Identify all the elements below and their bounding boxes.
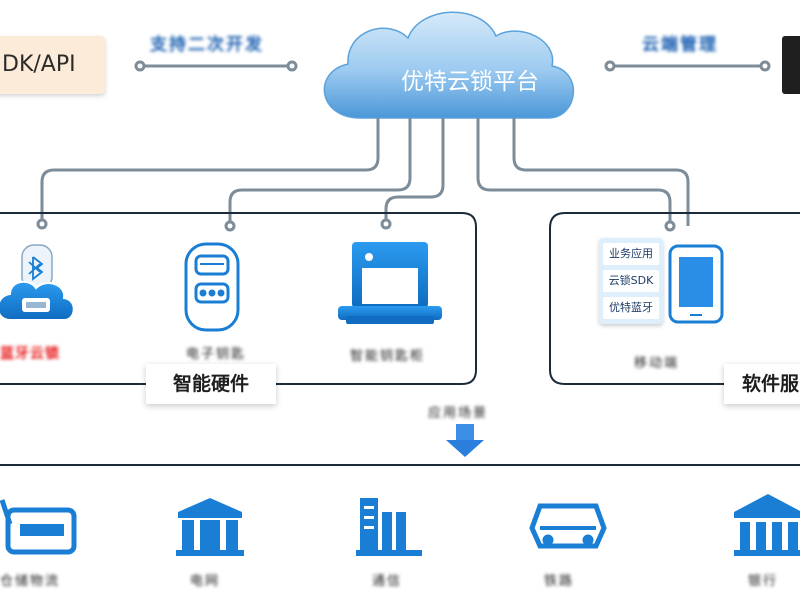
truck-icon — [0, 499, 77, 555]
scenario-label-logistics: 仓储物流 — [0, 574, 61, 589]
software-phone-label: 移动端 — [634, 356, 680, 371]
scenario-label-telecom: 通信 — [372, 574, 403, 589]
bluetooth-lock-icon — [0, 244, 75, 321]
scenario-label-bank: 银行 — [748, 574, 779, 589]
hardware-box — [0, 212, 477, 385]
sdk-api-label: DK/API — [2, 52, 76, 77]
hardware-item-label-key-cabinet: 智能钥匙柜 — [350, 349, 426, 364]
building-icon — [356, 498, 422, 556]
down-arrow-icon — [446, 424, 484, 457]
scenario-label-power-grid: 电网 — [190, 574, 221, 589]
stack-item-business-app: 业务应用 — [603, 243, 659, 265]
cloud-shape — [323, 11, 575, 119]
key-cabinet-icon — [338, 242, 442, 324]
stack-item-cloud-lock-sdk: 云锁SDK — [603, 270, 659, 292]
hardware-item-label-electronic-key: 电子钥匙 — [186, 347, 247, 362]
software-section-label: 软件服 — [724, 364, 800, 404]
scenario-label: 应用场景 — [428, 406, 489, 421]
stack-item-bluetooth: 优特蓝牙 — [603, 297, 659, 319]
software-stack: 业务应用 云锁SDK 优特蓝牙 — [599, 238, 663, 324]
electronic-key-icon — [184, 242, 240, 332]
hardware-item-label-bluetooth-lock: 蓝牙云锁 — [0, 346, 60, 362]
bank-icon — [734, 494, 800, 556]
cloud-connectors — [40, 118, 690, 226]
scenario-label-railway: 铁路 — [544, 574, 575, 589]
top-right-label: 云端管理 — [642, 35, 718, 55]
top-connectors — [134, 60, 771, 72]
sdk-api-box: DK/API — [0, 36, 105, 94]
software-box — [549, 212, 800, 385]
train-icon — [529, 503, 607, 549]
hardware-section-label: 智能硬件 — [146, 364, 276, 404]
substation-icon — [176, 498, 244, 556]
cloud-title: 优特云锁平台 — [401, 69, 539, 95]
right-edge-box — [782, 36, 800, 94]
top-left-label: 支持二次开发 — [150, 35, 264, 55]
connector-endpoints — [36, 218, 676, 232]
phone-icon — [668, 244, 724, 324]
